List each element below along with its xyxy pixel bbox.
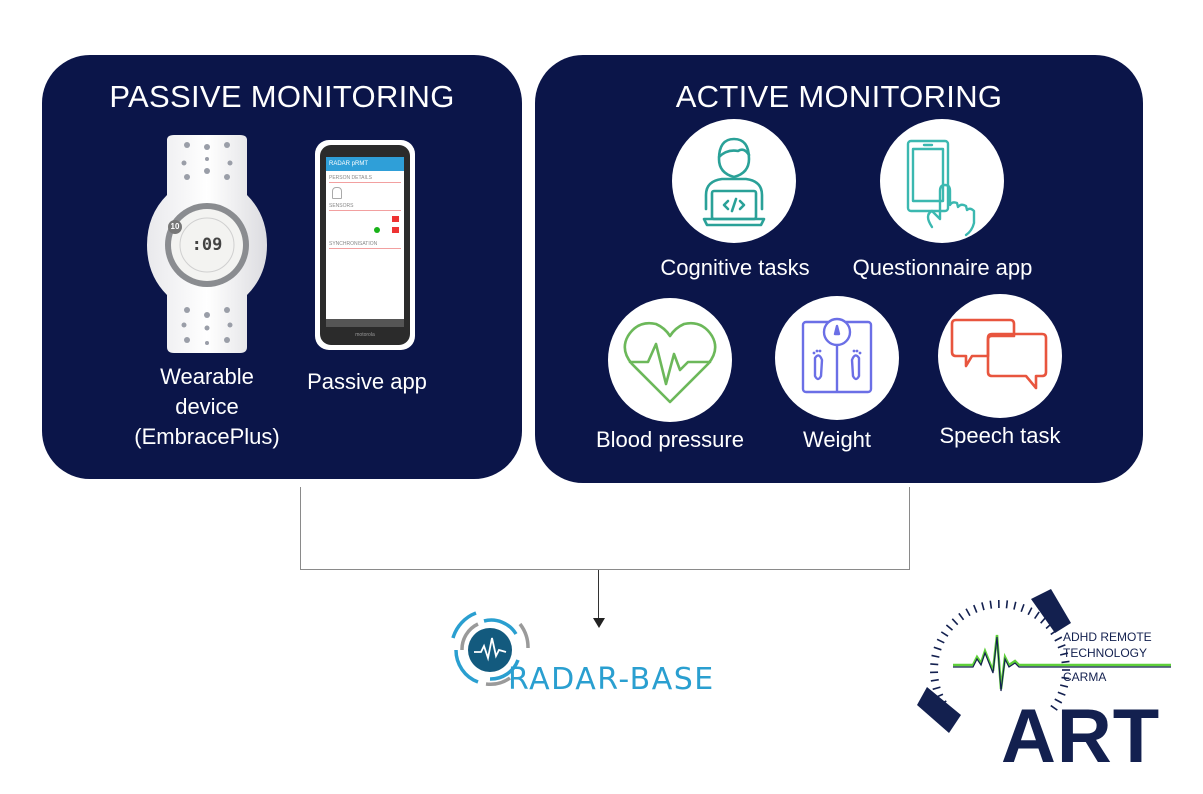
dial-tick	[1061, 676, 1070, 680]
carma-art-logo: ADHD REMOTE TECHNOLOGY CARMA ART	[905, 585, 1195, 785]
passive-app-label: Passive app	[307, 369, 427, 394]
dial-tick	[958, 612, 965, 621]
art-emblem-icon	[917, 589, 1171, 733]
speech-task-circle	[938, 294, 1062, 418]
weight-circle	[775, 296, 899, 420]
radar-base-wordmark: RADAR-BASE	[508, 662, 715, 697]
questionnaire-app-circle	[880, 119, 1004, 243]
scale-icon	[801, 317, 873, 394]
speech-task-label: Speech task	[939, 423, 1061, 448]
dial-tick	[1050, 704, 1058, 711]
passive-monitoring-title: PASSIVE MONITORING	[109, 79, 455, 114]
dial-tick	[1027, 607, 1033, 616]
phone-brand: motorola	[355, 332, 375, 338]
connector-horizontal	[300, 569, 910, 570]
dial-tick	[1013, 601, 1017, 610]
dial-tick	[989, 600, 993, 609]
dial-tick	[1059, 684, 1069, 688]
dial-tick	[933, 646, 942, 651]
person-icon	[332, 187, 342, 199]
dial-tick	[1054, 636, 1063, 642]
active-monitoring-title: ACTIVE MONITORING	[675, 79, 1003, 114]
art-line1: ADHD REMOTE	[1063, 630, 1152, 644]
wearable-label-line2: device	[175, 394, 239, 419]
cognitive-tasks-label: Cognitive tasks	[660, 255, 810, 280]
art-line3: CARMA	[1063, 670, 1107, 684]
dial-tick	[981, 602, 985, 611]
arrow-head-icon	[593, 618, 605, 628]
watch-badge: 10	[170, 222, 180, 231]
phone-section-sync: SYNCHRONISATION	[329, 241, 401, 249]
wearable-device-image: 10 :09	[142, 135, 272, 355]
radar-base-emblem-icon	[451, 611, 530, 687]
wearable-device-label: Wearable device (EmbracePlus)	[117, 362, 297, 452]
dial-tick	[973, 604, 978, 613]
dial-tick	[1061, 660, 1070, 664]
connector-active	[909, 487, 910, 570]
dial-tick	[936, 638, 945, 644]
phone-touch-icon	[906, 139, 976, 237]
wearable-label-line3: (EmbracePlus)	[134, 424, 280, 449]
blood-pressure-circle	[608, 298, 732, 422]
speech-bubbles-icon	[950, 318, 1048, 390]
connector-passive	[300, 487, 301, 570]
active-monitoring-panel: ACTIVE MONITORING Cognitive tasks Ques	[535, 55, 1143, 483]
dial-tick	[1059, 652, 1069, 656]
dial-tick	[932, 686, 941, 691]
phone-app-title: RADAR pRMT	[326, 157, 404, 171]
dial-tick	[931, 654, 940, 658]
dial-tick	[1034, 611, 1040, 620]
questionnaire-app-label: Questionnaire app	[852, 255, 1033, 280]
dial-tick	[930, 663, 939, 666]
art-wordmark: ART	[1001, 694, 1161, 779]
dial-tick	[1020, 603, 1025, 613]
dial-tick	[965, 608, 971, 617]
blood-pressure-label: Blood pressure	[596, 427, 744, 452]
dial-tick	[1057, 691, 1066, 696]
passive-monitoring-panel: PASSIVE MONITORING 10 :09 Wearable	[42, 55, 522, 479]
wearable-label-line1: Wearable	[160, 364, 254, 389]
dial-tick	[940, 631, 949, 637]
phone-section-person: PERSON DETAILS	[329, 175, 401, 183]
dial-tick	[1057, 644, 1066, 649]
cognitive-tasks-circle	[672, 119, 796, 243]
dial-tick	[1005, 600, 1009, 609]
watch-time: :09	[191, 235, 223, 255]
dial-tick	[945, 624, 954, 631]
person-laptop-code-icon	[702, 137, 766, 227]
radar-base-logo: RADAR-BASE	[448, 608, 758, 698]
dial-tick	[951, 618, 959, 626]
phone-section-sensors: SENSORS	[329, 203, 401, 211]
passive-app-phone-image: RADAR pRMT PERSON DETAILS SENSORS SYNCHR…	[315, 140, 415, 350]
heart-pulse-icon	[623, 321, 717, 404]
dial-tick	[930, 678, 939, 682]
dial-tick	[1054, 698, 1063, 704]
art-text-block: ADHD REMOTE TECHNOLOGY CARMA	[1063, 629, 1173, 685]
weight-label: Weight	[802, 427, 872, 452]
connector-down	[598, 570, 599, 620]
art-line2: TECHNOLOGY	[1063, 646, 1148, 660]
